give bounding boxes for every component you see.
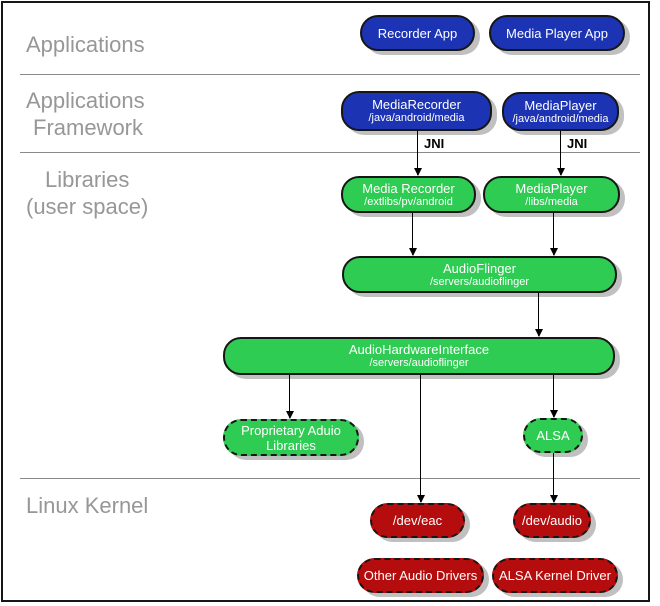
- arrow-mediaplayerlib-audioflinger: [549, 213, 558, 256]
- node-title: Other Audio Drivers: [363, 568, 478, 583]
- arrow-mediaplayer-jni: [556, 131, 565, 176]
- node-title: Recorder App: [377, 25, 458, 41]
- node-title: MediaRecorder: [372, 97, 461, 112]
- node-mediarecorder-framework: MediaRecorder /java/android/media: [341, 91, 492, 131]
- node-subtitle: /servers/audioflinger: [429, 275, 530, 288]
- node-audiohardwareinterface: AudioHardwareInterface /servers/audiofli…: [223, 337, 615, 375]
- arrow-alsa-devaudio: [549, 453, 558, 503]
- section-label-line: Applications: [26, 88, 145, 113]
- node-title: Media Player App: [506, 25, 608, 41]
- jni-edge-label: JNI: [567, 136, 588, 151]
- arrow-mediarecorderlib-audioflinger: [408, 213, 417, 256]
- section-label-applications-framework: Applications Framework: [26, 87, 145, 141]
- section-label-line: Libraries: [45, 167, 130, 192]
- node-title: Media Recorder: [362, 180, 455, 196]
- section-label-linux-kernel: Linux Kernel: [26, 493, 149, 518]
- node-alsa-kernel-driver: ALSA Kernel Driver: [492, 558, 618, 593]
- node-title: /dev/eac: [392, 513, 443, 528]
- node-mediaplayer-lib: MediaPlayer /libs/media: [483, 176, 620, 213]
- arrow-ahi-deveac: [416, 375, 425, 503]
- arrow-audioflinger-ahi: [534, 293, 543, 337]
- node-title: /dev/audio: [522, 513, 582, 528]
- node-title: AudioHardwareInterface: [348, 342, 490, 357]
- node-recorder-app: Recorder App: [360, 15, 475, 51]
- node-title: ALSA: [536, 428, 570, 443]
- node-title: AudioFlinger: [443, 260, 516, 276]
- node-title: ALSA Kernel Driver: [499, 568, 611, 583]
- divider-applications: [20, 74, 640, 75]
- section-label-libraries: Libraries (user space): [26, 166, 148, 220]
- arrow-mediarecorder-jni: [413, 131, 422, 176]
- node-media-player-app: Media Player App: [489, 15, 625, 51]
- node-title: MediaPlayer: [524, 97, 597, 113]
- node-subtitle: /servers/audioflinger: [369, 357, 469, 369]
- node-alsa: ALSA: [523, 418, 583, 453]
- arrow-ahi-proprietary: [285, 375, 294, 419]
- node-media-recorder-lib: Media Recorder /extlibs/pv/android: [341, 176, 476, 213]
- node-subtitle: /libs/media: [525, 195, 578, 208]
- arrow-ahi-alsa: [549, 375, 558, 418]
- divider-framework: [20, 152, 640, 153]
- divider-kernel: [20, 478, 640, 479]
- jni-edge-label: JNI: [424, 136, 445, 151]
- node-title: MediaPlayer: [515, 180, 588, 196]
- node-subtitle: /java/android/media: [368, 112, 465, 124]
- node-subtitle: /java/android/media: [512, 112, 609, 125]
- node-proprietary-audio-libraries: Proprietary Aduio Libraries: [223, 419, 359, 456]
- section-label-line: (user space): [26, 194, 149, 219]
- node-title: Proprietary Aduio Libraries: [241, 422, 341, 453]
- node-subtitle: /extlibs/pv/android: [364, 195, 453, 208]
- node-other-audio-drivers: Other Audio Drivers: [357, 558, 484, 593]
- node-dev-audio: /dev/audio: [513, 503, 591, 538]
- node-mediaplayer-framework: MediaPlayer /java/android/media: [502, 92, 619, 131]
- section-label-line: Framework: [33, 115, 144, 140]
- node-dev-eac: /dev/eac: [370, 503, 465, 538]
- node-audioflinger: AudioFlinger /servers/audioflinger: [342, 256, 617, 293]
- section-label-applications: Applications: [26, 32, 145, 57]
- diagram-frame: [1, 1, 650, 602]
